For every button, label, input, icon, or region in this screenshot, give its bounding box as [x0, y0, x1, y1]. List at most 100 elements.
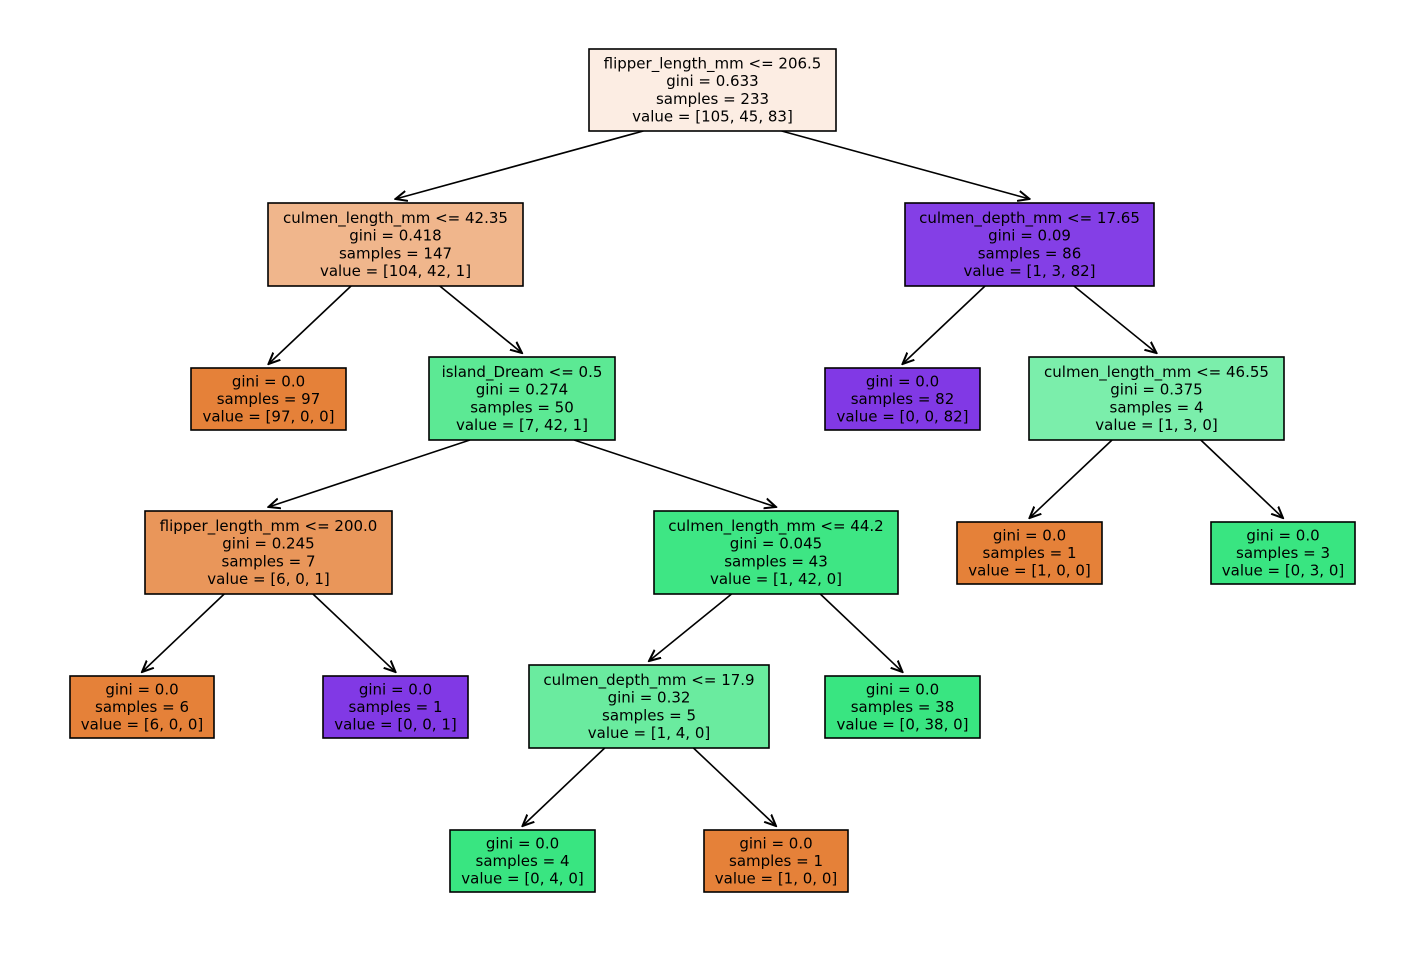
- tree-node-box: [144, 510, 393, 595]
- tree-node-line: gini = 0.0: [739, 834, 812, 852]
- tree-node-line: gini = 0.32: [608, 689, 691, 707]
- tree-edge-n12-n13: [903, 285, 986, 364]
- tree-node-box: [653, 510, 899, 595]
- tree-node-line: value = [105, 45, 83]: [632, 107, 793, 125]
- tree-edge-n3-n4: [269, 439, 471, 507]
- tree-edge-n14-n16: [1200, 439, 1283, 518]
- tree-node-line: value = [1, 0, 0]: [715, 870, 837, 888]
- tree-node-line: culmen_length_mm <= 44.2: [668, 517, 883, 536]
- tree-node-box: [69, 675, 215, 739]
- tree-node-box: [428, 356, 616, 441]
- tree-node-line: samples = 38: [851, 698, 955, 716]
- tree-node-line: samples = 4: [476, 852, 570, 870]
- tree-node-line: value = [6, 0, 1]: [207, 570, 329, 588]
- tree-node-line: gini = 0.0: [866, 372, 939, 390]
- tree-node-line: flipper_length_mm <= 200.0: [160, 517, 378, 536]
- tree-node-line: samples = 86: [978, 244, 1082, 262]
- tree-edge-n0-n12: [781, 130, 1030, 199]
- tree-node-line: samples = 147: [339, 244, 452, 262]
- tree-edge-n8-n10: [692, 747, 776, 826]
- tree-node-line: value = [1, 4, 0]: [588, 724, 710, 742]
- tree-node-line: value = [1, 3, 0]: [1095, 416, 1217, 434]
- tree-node-line: gini = 0.0: [359, 680, 432, 698]
- tree-node-line: samples = 43: [724, 552, 828, 570]
- tree-edge-n1-n3: [439, 285, 522, 353]
- tree-node-line: samples = 1: [983, 544, 1077, 562]
- tree-node-line: samples = 50: [470, 398, 574, 416]
- edges-layer: [142, 130, 1283, 826]
- tree-node-box: [528, 664, 770, 749]
- tree-node-line: value = [1, 0, 0]: [968, 562, 1090, 580]
- tree-node-line: gini = 0.0: [1246, 526, 1319, 544]
- tree-node-line: value = [104, 42, 1]: [320, 262, 471, 280]
- tree-edge-n0-n1: [396, 130, 644, 199]
- tree-node-line: gini = 0.09: [988, 227, 1071, 245]
- tree-node-line: culmen_length_mm <= 46.55: [1044, 363, 1269, 382]
- tree-node-box: [267, 202, 524, 287]
- tree-node-line: samples = 82: [851, 390, 955, 408]
- tree-node-line: gini = 0.418: [349, 227, 441, 245]
- tree-node-line: gini = 0.375: [1110, 381, 1202, 399]
- tree-edge-n7-n11: [819, 593, 902, 672]
- tree-node-box: [824, 367, 981, 431]
- tree-edge-n8-n9: [523, 747, 606, 826]
- tree-edge-n12-n14: [1073, 285, 1157, 353]
- tree-edge-n7-n8: [649, 593, 733, 661]
- tree-edge-n14-n15: [1030, 439, 1113, 518]
- tree-node-line: value = [0, 3, 0]: [1222, 562, 1344, 580]
- tree-node-line: gini = 0.0: [105, 680, 178, 698]
- tree-node-line: culmen_depth_mm <= 17.65: [919, 209, 1140, 228]
- tree-node-line: flipper_length_mm <= 206.5: [604, 55, 822, 74]
- tree-node-line: gini = 0.0: [486, 834, 559, 852]
- tree-node-line: gini = 0.0: [232, 372, 305, 390]
- tree-edge-n1-n2: [269, 285, 352, 364]
- tree-node-line: samples = 1: [349, 698, 443, 716]
- tree-node-line: value = [1, 3, 82]: [963, 262, 1095, 280]
- tree-node-line: value = [0, 4, 0]: [461, 870, 583, 888]
- tree-node-line: value = [1, 42, 0]: [710, 570, 842, 588]
- tree-node-line: value = [0, 0, 1]: [334, 716, 456, 734]
- tree-node-box: [1028, 356, 1285, 441]
- tree-node-line: gini = 0.045: [730, 535, 822, 553]
- tree-node-line: island_Dream <= 0.5: [442, 363, 603, 382]
- tree-node-box: [588, 48, 837, 132]
- tree-node-line: value = [7, 42, 1]: [456, 416, 588, 434]
- tree-edge-n4-n5: [142, 593, 225, 672]
- tree-node-line: gini = 0.0: [993, 526, 1066, 544]
- tree-node-line: samples = 97: [217, 390, 321, 408]
- tree-edge-n3-n7: [573, 439, 776, 507]
- tree-node-line: value = [6, 0, 0]: [81, 716, 203, 734]
- tree-node-line: samples = 5: [602, 706, 696, 724]
- tree-node-line: culmen_depth_mm <= 17.9: [543, 671, 754, 690]
- tree-edge-n4-n6: [312, 593, 396, 672]
- tree-node-line: gini = 0.274: [476, 381, 568, 399]
- tree-node-box: [190, 367, 347, 431]
- tree-node-box: [1210, 521, 1356, 585]
- tree-node-line: gini = 0.245: [222, 535, 314, 553]
- tree-node-line: samples = 4: [1110, 398, 1204, 416]
- tree-node-box: [904, 202, 1155, 287]
- tree-node-line: samples = 3: [1236, 544, 1330, 562]
- tree-node-line: samples = 7: [222, 552, 316, 570]
- tree-node-line: samples = 1: [729, 852, 823, 870]
- tree-node-line: value = [0, 38, 0]: [836, 716, 968, 734]
- tree-node-box: [322, 675, 469, 739]
- tree-node-line: value = [0, 0, 82]: [836, 408, 968, 426]
